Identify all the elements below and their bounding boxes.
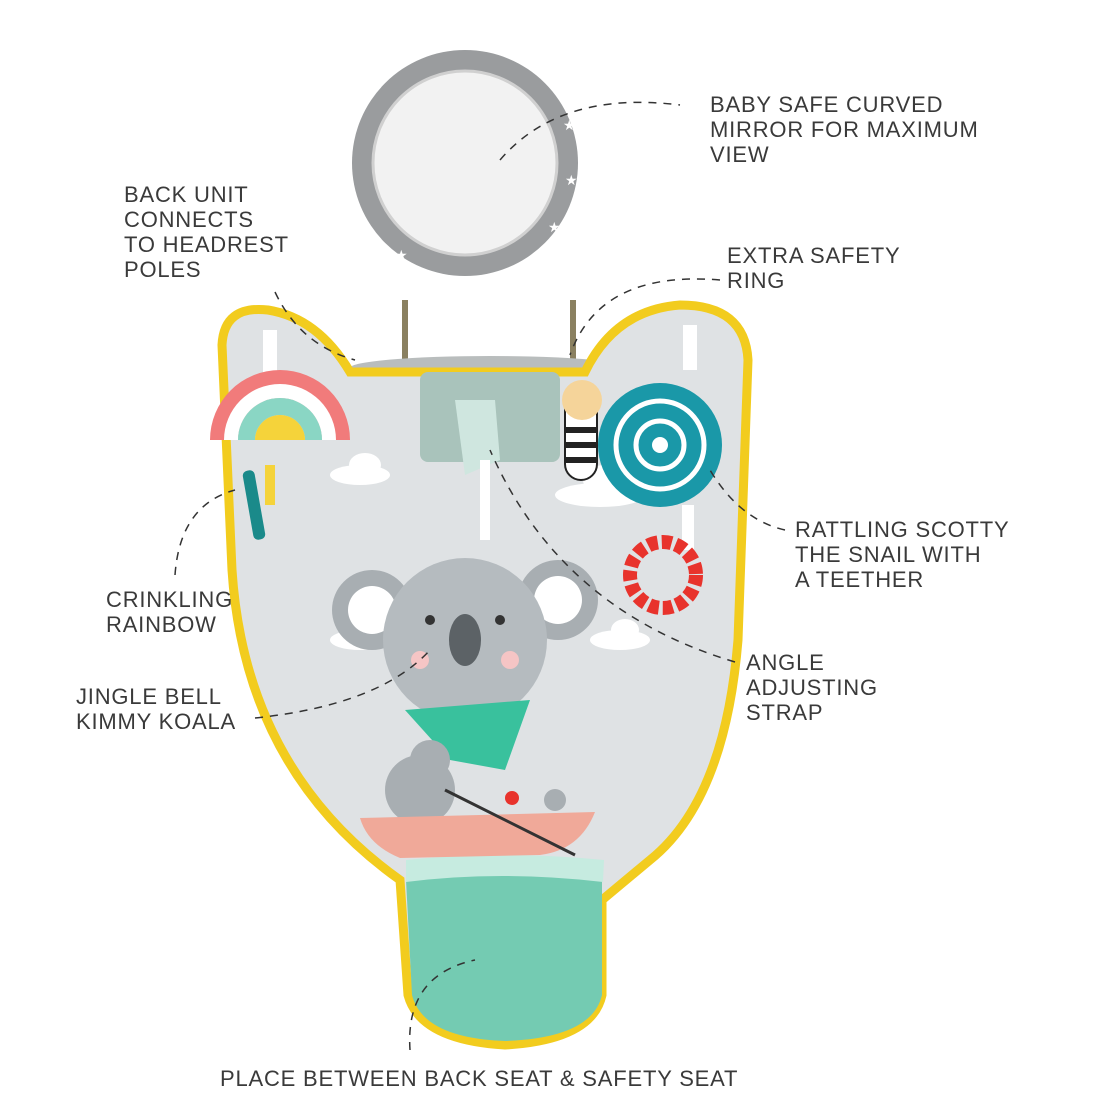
label-koala: JINGLE BELL KIMMY KOALA: [76, 684, 236, 734]
boat-scene: [360, 740, 595, 858]
leader-lines: [174, 101, 786, 1051]
svg-text:★: ★: [545, 61, 558, 76]
label-back-unit: BACK UNIT CONNECTS TO HEADREST POLES: [124, 182, 289, 282]
label-snail: RATTLING SCOTTY THE SNAIL WITH A TEETHER: [795, 517, 1010, 592]
label-safety-ring: EXTRA SAFETY RING: [727, 243, 901, 293]
star-icons: ★ ★ ★ ★ ★ ★: [365, 61, 578, 264]
koala-toy: [332, 460, 598, 770]
angle-strap: [455, 400, 500, 475]
label-rainbow: CRINKLING RAINBOW: [106, 587, 233, 637]
snail-toy: [562, 380, 722, 507]
mirror: ★ ★ ★ ★ ★ ★: [352, 50, 578, 276]
svg-text:★: ★: [395, 249, 408, 264]
label-strap: ANGLE ADJUSTING STRAP: [746, 650, 878, 725]
mint-pocket: [406, 874, 602, 1041]
label-mirror: BABY SAFE CURVED MIRROR FOR MAXIMUM VIEW: [710, 92, 979, 167]
svg-text:★: ★: [563, 119, 576, 134]
svg-text:★: ★: [565, 174, 578, 189]
svg-text:★: ★: [365, 69, 378, 84]
svg-text:★: ★: [548, 221, 561, 236]
rainbow-toy: [210, 370, 350, 540]
teether: [623, 505, 703, 615]
label-placement: PLACE BETWEEN BACK SEAT & SAFETY SEAT: [220, 1066, 739, 1091]
